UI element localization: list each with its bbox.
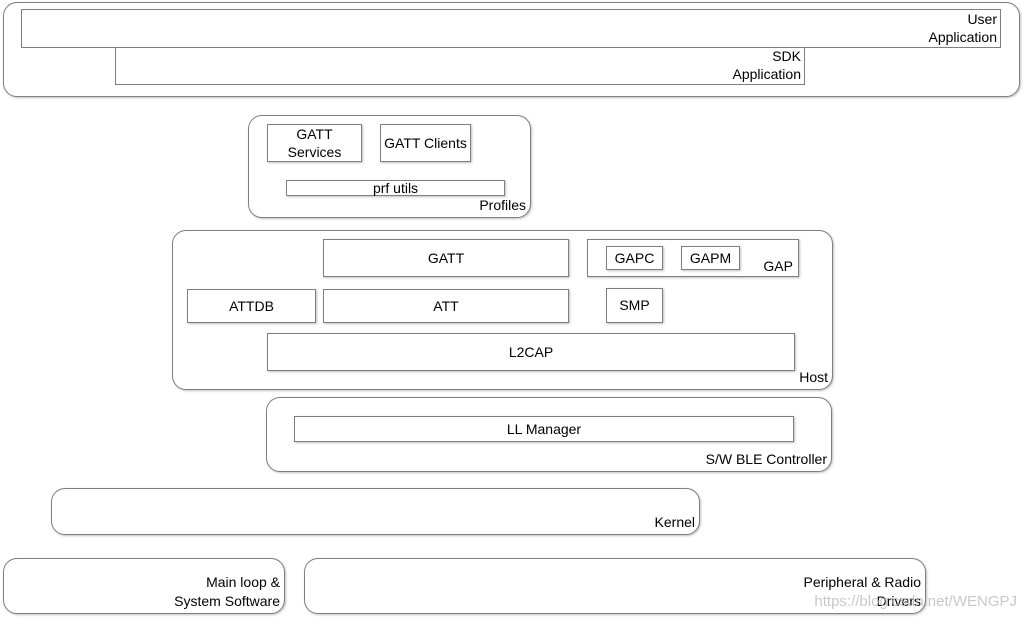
- l2cap-box: L2CAP: [267, 333, 795, 371]
- user-application-label: User Application: [928, 10, 998, 45]
- ll-manager-box: LL Manager: [294, 416, 794, 442]
- gapc-box: GAPC: [606, 246, 663, 270]
- gatt-services-box: GATT Services: [267, 124, 362, 162]
- profiles-label: Profiles: [479, 197, 526, 214]
- peripheral-drivers-group: Peripheral & Radio Drivers: [304, 558, 926, 614]
- l2cap-label: L2CAP: [508, 343, 554, 360]
- gapm-box: GAPM: [681, 246, 740, 270]
- sdk-application-label: SDK Application: [732, 47, 802, 82]
- prf-utils-label: prf utils: [372, 179, 419, 196]
- host-label: Host: [799, 369, 828, 386]
- ll-manager-label: LL Manager: [506, 420, 582, 437]
- sdk-application-box: SDK Application: [115, 47, 805, 85]
- kernel-group: Kernel: [51, 488, 700, 535]
- ble-controller-label: S/W BLE Controller: [705, 451, 827, 468]
- smp-box: SMP: [606, 288, 663, 323]
- kernel-label: Kernel: [654, 514, 695, 531]
- smp-label: SMP: [619, 297, 650, 314]
- att-box: ATT: [323, 289, 569, 323]
- gatt-clients-box: GATT Clients: [380, 124, 471, 162]
- gapc-label: GAPC: [614, 249, 655, 266]
- main-loop-group: Main loop & System Software: [3, 558, 285, 614]
- gatt-box: GATT: [323, 239, 569, 277]
- peripheral-drivers-label: Peripheral & Radio Drivers: [803, 574, 921, 610]
- user-application-box: User Application: [21, 9, 1001, 48]
- att-label: ATT: [433, 297, 459, 314]
- gatt-label: GATT: [427, 249, 465, 266]
- gapm-label: GAPM: [689, 249, 732, 266]
- attdb-label: ATTDB: [229, 297, 274, 314]
- prf-utils-box: prf utils: [286, 180, 505, 196]
- gap-label: GAP: [763, 257, 793, 274]
- gatt-services-label: GATT Services: [287, 125, 342, 160]
- main-loop-label: Main loop & System Software: [174, 574, 280, 610]
- gatt-clients-label: GATT Clients: [384, 134, 467, 151]
- attdb-box: ATTDB: [187, 289, 316, 323]
